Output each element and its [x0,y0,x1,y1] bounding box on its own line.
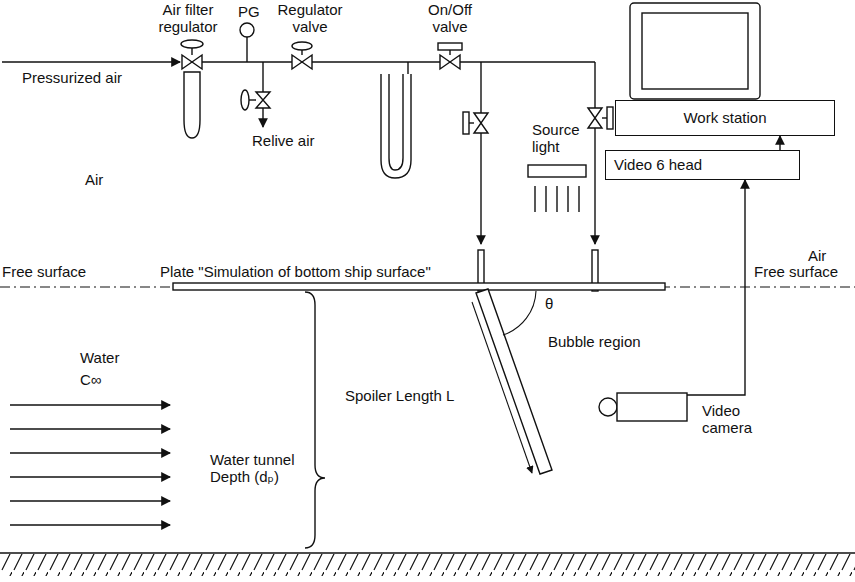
video-camera: Video camera [598,385,788,447]
air-filter-regulator [181,40,203,138]
velocity-symbol: C∞ [80,372,102,389]
light-source [528,165,586,212]
node-text: Work station [683,110,766,127]
spoiler [472,289,552,474]
region-label: Bubble region [548,334,641,351]
node-text: Video 6 head [614,157,702,174]
part-label: Regulator valve [270,2,350,35]
workstation-box: Work station [615,100,835,136]
tunnel-floor [0,553,855,576]
medium-label: Air [808,248,826,265]
depth-brace [305,292,325,548]
main-pipe [182,61,595,62]
camera-symbol [598,385,788,447]
relief-valve [241,62,270,127]
plate [173,283,665,290]
video-head-box: Video 6 head [605,150,800,180]
signal-arrow [744,180,745,385]
pressure-gauge [240,23,254,62]
surface-label: Free surface [754,264,838,281]
on-off-valve [438,43,462,69]
part-label: Air filter regulator [143,2,233,35]
monitor [630,3,760,99]
inlet-arrow [2,61,180,62]
air-injection-branch [463,62,488,291]
medium-label: Water [80,350,119,367]
outlet-label: Relive air [252,133,315,150]
surface-label: Free surface [2,264,86,281]
medium-label: Air [85,172,103,189]
dimension-label: Water tunnel Depth (dₚ) [210,452,304,485]
regulator-valve [292,42,312,69]
part-label: Source light [532,122,584,155]
part-label: PG [238,4,260,21]
dimension-label: Spoiler Length L [345,388,454,405]
node-text: Video camera [702,403,772,436]
angle-symbol: θ [545,296,553,313]
flow-arrows [10,405,170,525]
u-tube-manometer [381,62,411,178]
part-label: On/Off valve [418,2,482,35]
plate-label: Plate "Simulation of bottom ship surface… [160,264,431,281]
inlet-label: Pressurized air [22,70,122,87]
signal-arrow [779,136,780,150]
